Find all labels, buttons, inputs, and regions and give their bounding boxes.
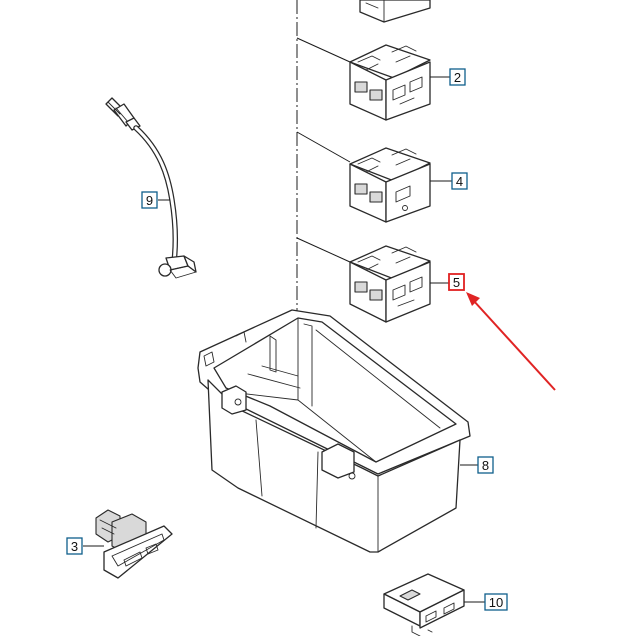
callout-label-10: 10: [489, 595, 503, 610]
usb-module-2[interactable]: [296, 37, 450, 121]
callout-label-9: 9: [146, 193, 153, 208]
highlight-arrow: [466, 292, 556, 391]
usb-cable-9[interactable]: [105, 97, 197, 279]
usb-adapter-10[interactable]: [383, 573, 485, 636]
callout-box-2[interactable]: [449, 68, 466, 86]
storage-tray-8[interactable]: [197, 309, 478, 553]
callout-box-3[interactable]: [66, 537, 83, 555]
usb-socket-3[interactable]: [83, 509, 173, 579]
callout-box-5-highlighted[interactable]: [448, 273, 465, 291]
callout-label-8: 8: [482, 458, 489, 473]
callout-box-10[interactable]: [484, 593, 508, 611]
callout-box-4[interactable]: [451, 172, 468, 190]
callout-label-5: 5: [453, 275, 460, 290]
callout-label-2: 2: [454, 70, 461, 85]
callout-box-9[interactable]: [141, 191, 158, 209]
callout-label-3: 3: [71, 539, 78, 554]
usb-module-4[interactable]: [296, 131, 452, 223]
callout-box-8[interactable]: [477, 456, 494, 474]
usb-module-top-partial[interactable]: [359, 0, 431, 23]
usb-module-5[interactable]: [296, 237, 449, 323]
callout-label-4: 4: [456, 174, 463, 189]
